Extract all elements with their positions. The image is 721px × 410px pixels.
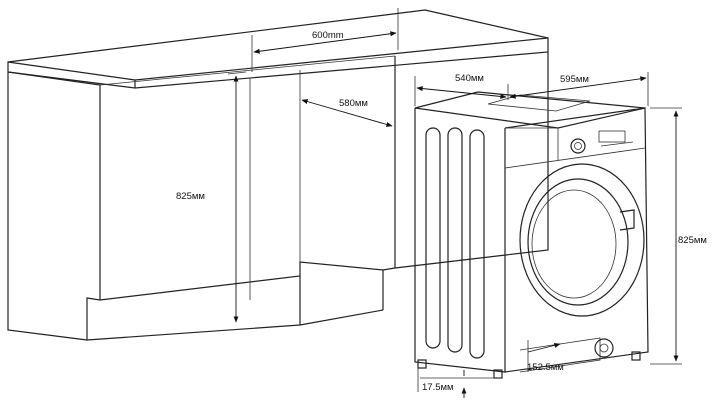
depth-540-arrow [416, 86, 507, 99]
dimension-label-152-5: 152.5мм [527, 362, 564, 373]
drain-filter-icon [594, 338, 614, 358]
dimension-label-machine-height: 825мм [678, 235, 707, 246]
display-icon [598, 130, 626, 143]
rear-offset-arrow [527, 342, 561, 353]
side-rib [469, 129, 485, 359]
washing-machine [414, 91, 649, 379]
width-595-arrow [509, 76, 647, 99]
dimension-label-540: 540мм [455, 73, 484, 84]
left-panel [7, 72, 88, 341]
foot [417, 359, 427, 369]
machine-top [414, 91, 646, 129]
program-dial-icon [570, 138, 586, 154]
depth-580-arrow [301, 99, 393, 127]
recess-top-edge [99, 55, 396, 86]
door-handle-icon [619, 209, 635, 231]
detergent-drawer-top [487, 94, 591, 112]
plinth [86, 261, 384, 340]
floor-line [86, 309, 384, 341]
control-panel-divider [504, 147, 646, 169]
width-600-arrow [253, 31, 397, 54]
left-panel-front [7, 71, 101, 300]
machine-dimensions: 540мм 595мм 825мм 17.5мм 152.5мм [414, 72, 707, 398]
dimension-label-600: 600mm [312, 30, 344, 41]
cabinet-dimensions: 600mm 580мм 825мм [176, 8, 399, 323]
foot [631, 351, 641, 361]
side-rib [425, 127, 441, 349]
machine-front [504, 107, 649, 373]
side-rib [447, 127, 463, 353]
dimension-label-595: 595мм [560, 74, 589, 85]
right-panel [382, 56, 396, 271]
door-glass [527, 178, 629, 306]
dimension-label-17-5: 17.5мм [422, 382, 454, 393]
cabinet [7, 9, 549, 341]
dimension-label-580: 580мм [339, 98, 368, 109]
machine-side [414, 108, 506, 373]
dimension-label-cabinet-height: 825мм [176, 191, 205, 202]
right-panel-side [394, 52, 549, 269]
door-ring [519, 163, 645, 317]
